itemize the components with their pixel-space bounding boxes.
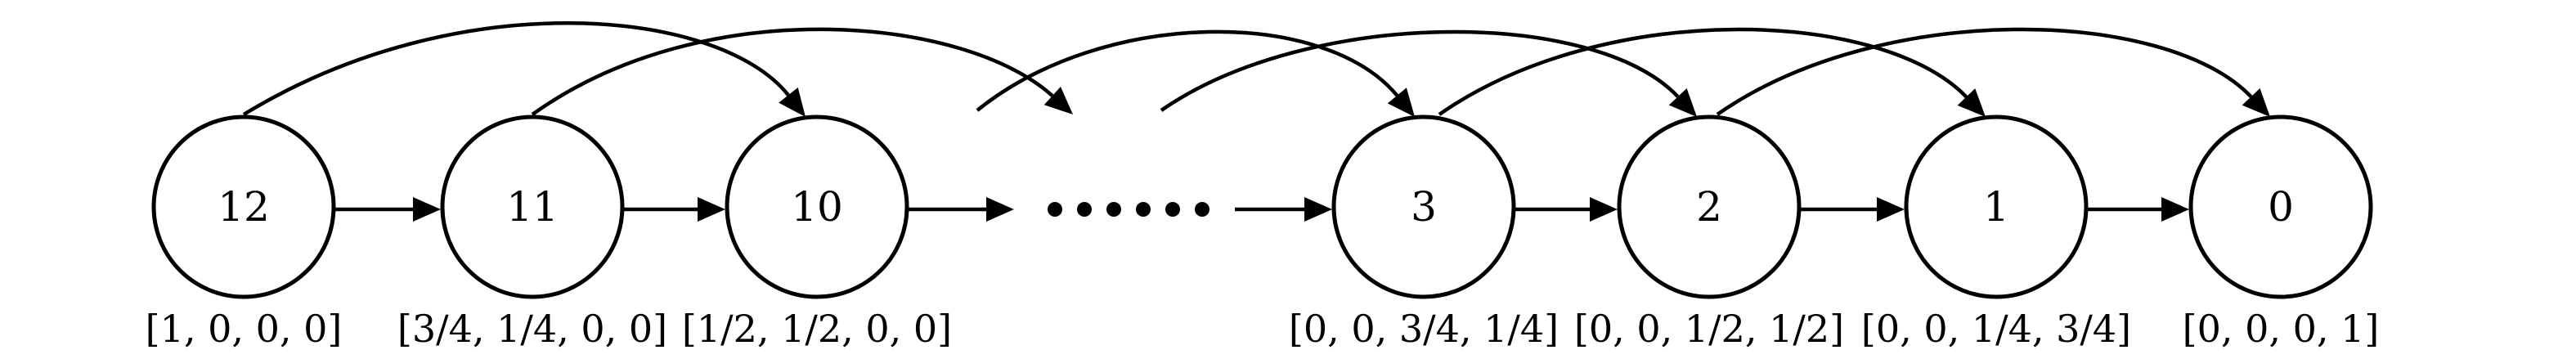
arrowhead-icon [779,88,806,117]
edge-1-to-0 [2088,197,2189,222]
node-circle [1617,114,1802,299]
state-node-12: 12 [151,114,336,299]
node-label: 0 [2268,183,2294,231]
arrowhead-icon [1957,88,1986,117]
edge-10-to-ellipsis [909,197,1014,222]
node-circle [151,114,336,299]
state-node-3: 3 [1331,114,1516,299]
arrowhead-icon [1877,197,1905,222]
curved-edge-11-to-ellipsis [531,27,1073,116]
arrowhead-icon [1304,197,1332,222]
arrowhead-icon [986,197,1014,222]
edge-curve [976,29,1399,112]
vector-label-11: [3/4, 1/4, 0, 0] [397,307,667,351]
arrowhead-icon [1668,88,1697,117]
ellipsis-dot [1195,202,1209,217]
vector-label-12: [1, 0, 0, 0] [146,307,343,351]
arrowhead-icon [698,197,725,222]
edge-curve [1438,27,1968,116]
node-label: 2 [1696,183,1722,231]
curved-edge-12-to-10 [242,21,806,117]
vector-label-2: [0, 0, 1/2, 1/2] [1574,307,1844,351]
edge-12-to-11 [335,197,441,222]
node-label: 11 [506,183,559,231]
state-node-0: 0 [2188,114,2373,299]
edge-11-to-10 [624,197,725,222]
arrowhead-icon [2161,197,2189,222]
ellipsis-dot [1106,202,1121,217]
curved-edge-ellipsis-to-2 [1160,29,1697,117]
node-circle [1904,114,2089,299]
edge-2-to-1 [1801,197,1905,222]
node-circle [2188,114,2373,299]
ellipsis-dot [1077,202,1092,217]
node-circle [440,114,625,299]
node-circle [1331,114,1516,299]
vector-label-0: [0, 0, 0, 1] [2183,307,2380,351]
arrowhead-icon [1043,87,1073,114]
curved-edge-2-to-0 [1716,27,2270,117]
ellipsis-dot [1165,202,1180,217]
state-node-10: 10 [725,114,909,299]
state-node-2: 2 [1617,114,1802,299]
edge-curve [1160,29,1680,112]
curved-edge-ellipsis-to-3 [976,29,1415,117]
edge-3-to-2 [1515,197,1618,222]
curved-edge-3-to-1 [1438,27,1986,117]
node-label: 10 [791,183,843,231]
vector-label-1: [0, 0, 1/4, 3/4] [1861,307,2131,351]
arrowhead-icon [1387,88,1415,117]
arrowhead-icon [413,197,441,222]
edge-curve [242,21,790,116]
vector-label-3: [0, 0, 3/4, 1/4] [1289,307,1559,351]
ellipsis-dot [1048,202,1062,217]
edge-curve [531,27,1054,116]
ellipsis-dot [1136,202,1151,217]
node-label: 12 [218,183,270,231]
ellipsis-marker [1048,202,1209,217]
vector-labels-layer: [1, 0, 0, 0] [3/4, 1/4, 0, 0] [1/2, 1/2, 0… [146,307,2380,351]
vector-label-10: [1/2, 1/2, 0, 0] [682,307,952,351]
node-label: 1 [1983,183,2009,231]
edge-ellipsis-to-3 [1235,197,1332,222]
edge-curve [1716,27,2253,116]
state-node-1: 1 [1904,114,2089,299]
node-label: 3 [1411,183,1437,231]
arrowhead-icon [1590,197,1618,222]
state-node-11: 11 [440,114,625,299]
node-circle [725,114,909,299]
arrowhead-icon [2242,88,2270,117]
edges-layer [242,21,2270,222]
